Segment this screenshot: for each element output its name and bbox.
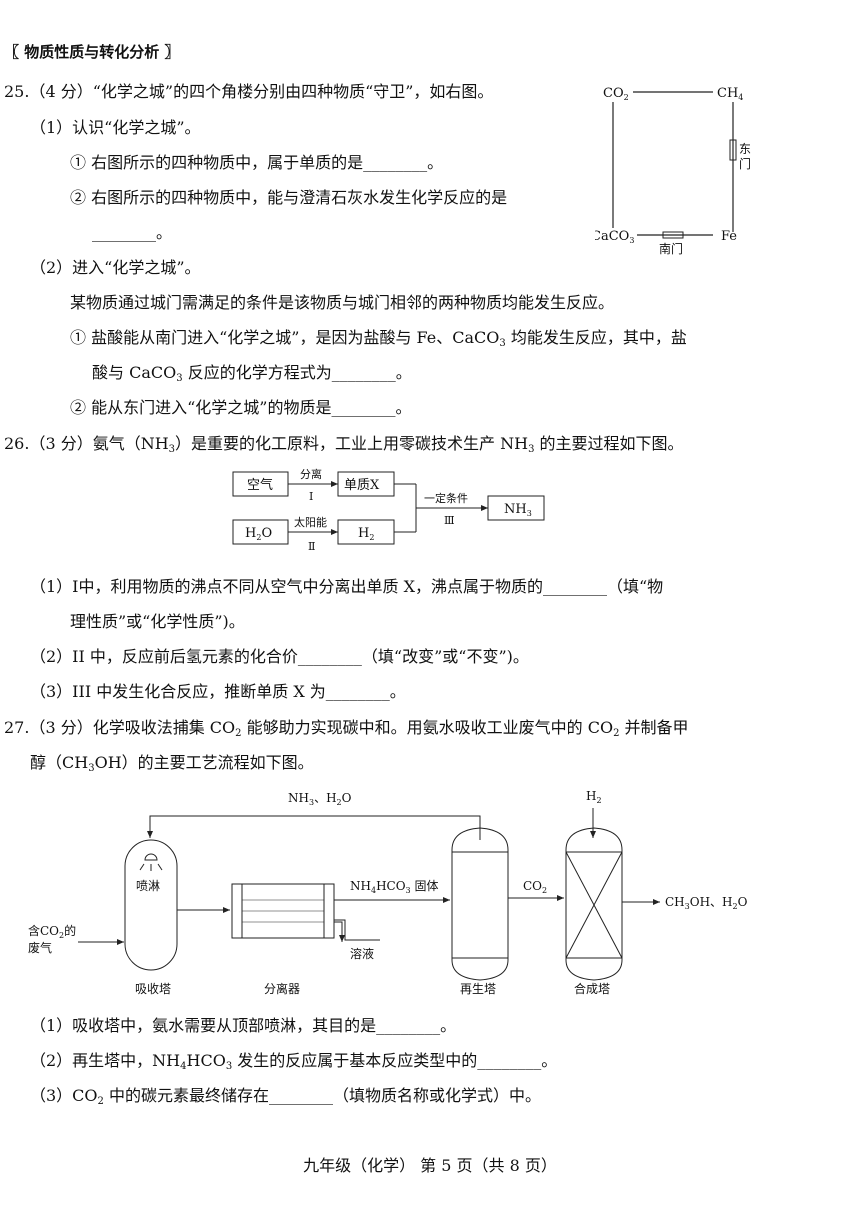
corner-fe: Fe	[721, 229, 737, 244]
step-III: Ⅲ	[444, 514, 455, 527]
spray-label: 喷淋	[136, 879, 160, 893]
corner-co2: CO2	[603, 86, 629, 102]
east-gate-label-1: 东	[739, 142, 751, 156]
q25-part2-text: 某物质通过城门需满足的条件是该物质与城门相邻的两种物质均能发生反应。	[70, 293, 615, 312]
absorber-label: 吸收塔	[135, 982, 171, 996]
page-footer: 九年级（化学） 第 5 页（共 8 页）	[303, 1156, 557, 1175]
q25-part2-a: ① 盐酸能从南门进入“化学之城”，是因为盐酸与 Fe、CaCO3 均能发生反应，…	[70, 328, 687, 349]
box-nh3: NH3	[504, 502, 532, 518]
recycle-label: NH3、H2O	[288, 791, 352, 807]
q26-stem: 26.（3 分）氨气（NH3）是重要的化工原料，工业上用零碳技术生产 NH3 的…	[4, 434, 684, 455]
q25-part1-b: ② 右图所示的四种物质中，能与澄清石灰水发生化学反应的是	[70, 188, 508, 207]
q25-part1: （1）认识“化学之城”。	[30, 118, 201, 137]
q27-part2: （2）再生塔中，NH4HCO3 发生的反应属于基本反应类型中的________。	[30, 1051, 558, 1072]
inlet-label-1: 含CO2的	[28, 923, 76, 940]
corner-caco3: CaCO3	[595, 229, 634, 245]
q25-part2-b: ② 能从东门进入“化学之城”的物质是________。	[70, 398, 412, 417]
step-I: Ⅰ	[309, 490, 313, 503]
co2-label: CO2	[523, 879, 547, 895]
solution-label: 溶液	[350, 946, 374, 961]
q26-part1: （1）Ⅰ中，利用物质的沸点不同从空气中分离出单质 X，沸点属于物质的______…	[30, 577, 664, 596]
east-gate-label-2: 门	[739, 156, 751, 171]
q26-part2: （2）II 中，反应前后氢元素的化合价________（填“改变”或“不变”)。	[30, 647, 529, 666]
chem-city-diagram: CO2 CH4 CaCO3 Fe 东 门 南门	[595, 86, 751, 256]
solid-label: NH4HCO3 固体	[350, 879, 438, 895]
separator-label: 分离器	[264, 981, 300, 996]
inlet-label-2: 废气	[28, 940, 52, 955]
label-condition: 一定条件	[424, 491, 468, 505]
q27-part1: （1）吸收塔中，氨水需要从顶部喷淋，其目的是________。	[30, 1016, 457, 1035]
product-label: CH3OH、H2O	[665, 895, 748, 911]
south-gate-label: 南门	[659, 241, 683, 256]
q26-part1-cont: 理性质”或“化学性质”)。	[70, 612, 245, 631]
label-separate: 分离	[300, 467, 322, 481]
box-h2: H2	[358, 526, 374, 542]
q26-part3: （3）III 中发生化合反应，推断单质 X 为________。	[30, 682, 406, 701]
q25-part2: （2）进入“化学之城”。	[30, 258, 201, 277]
step-II: Ⅱ	[308, 540, 315, 553]
box-h2o: H2O	[245, 526, 272, 542]
label-solar: 太阳能	[294, 515, 327, 529]
q27-part3: （3）CO2 中的碳元素最终储存在________（填物质名称或化学式）中。	[30, 1086, 542, 1107]
box-air: 空气	[247, 477, 273, 493]
section-title: 〖 物质性质与转化分析 〗	[4, 43, 180, 61]
nh3-flow-diagram: 空气 分离 Ⅰ 单质X H2O 太阳能 Ⅱ H2 一定条件 Ⅲ NH3	[232, 467, 545, 553]
q25-part2-a-cont: 酸与 CaCO3 反应的化学方程式为________。	[92, 363, 412, 384]
q25-part1-a: ① 右图所示的四种物质中，属于单质的是________。	[70, 153, 444, 172]
corner-ch4: CH4	[717, 86, 743, 102]
regen-tower-label: 再生塔	[460, 982, 496, 996]
q25-stem: 25.（4 分）“化学之城”的四个角楼分别由四种物质“守卫”，如右图。	[4, 82, 494, 101]
synth-tower-label: 合成塔	[574, 981, 610, 996]
h2-input-label: H2	[586, 789, 602, 805]
q27-stem-cont: 醇（CH3OH）的主要工艺流程如下图。	[30, 753, 314, 774]
q27-stem: 27.（3 分）化学吸收法捕集 CO2 能够助力实现碳中和。用氨水吸收工业废气中…	[4, 718, 689, 739]
box-element-x: 单质X	[344, 478, 380, 493]
process-diagram: NH3、H2O 喷淋 含CO2的 废气 NH4HCO3 固体 溶液 CO2 H2…	[28, 789, 748, 996]
q25-part1-b-blank: ________。	[92, 223, 173, 242]
